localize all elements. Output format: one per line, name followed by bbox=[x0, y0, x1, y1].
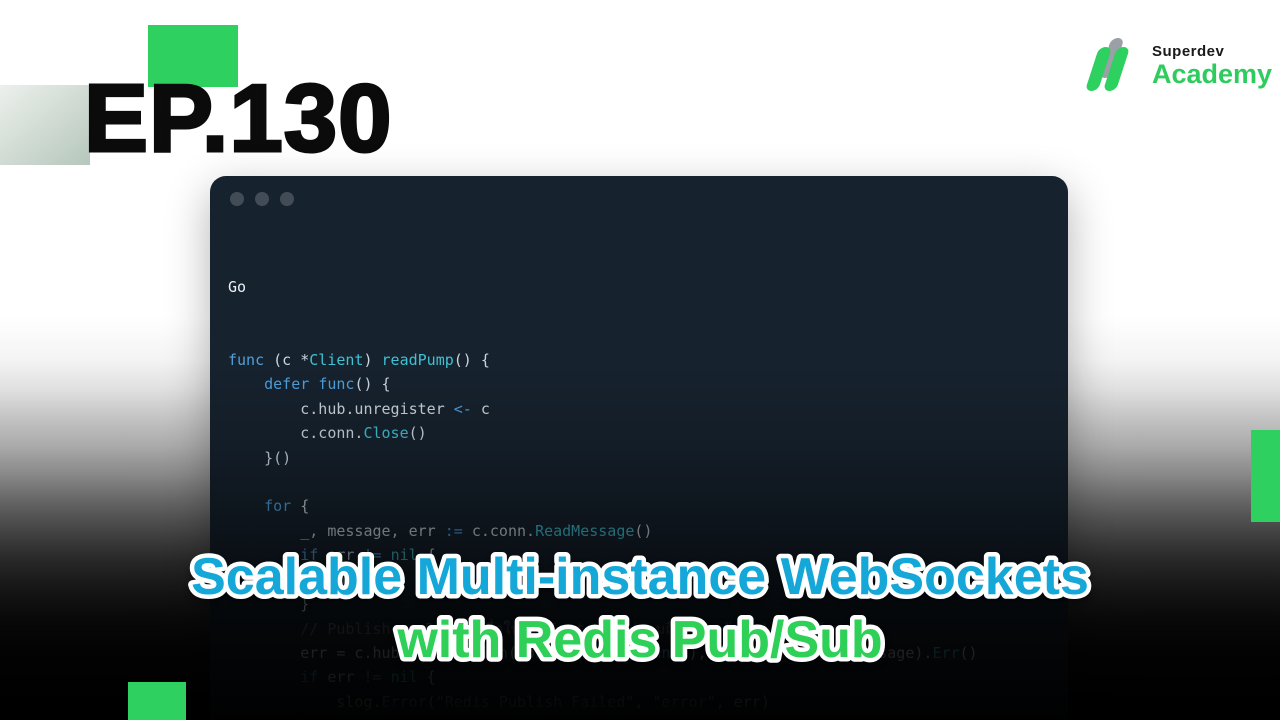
code-line: } bbox=[228, 595, 310, 614]
code-line bbox=[228, 470, 1058, 494]
code-line: for { bbox=[264, 497, 310, 516]
brand-name: Superdev Academy bbox=[1152, 44, 1272, 88]
code-line: _, message, err := c.conn.ReadMessage() bbox=[228, 521, 653, 540]
code-line: if err != nil { bbox=[300, 668, 436, 687]
code-line: } bbox=[228, 714, 1058, 720]
code-editor-window: Go func (c *Client) readPump() { defer f… bbox=[210, 176, 1068, 720]
episode-label: EP.130 bbox=[83, 64, 394, 174]
code-line: err = c.hub.rdb.Publish(context.Backgrou… bbox=[228, 643, 978, 662]
code-lines: func (c *Client) readPump() { defer func… bbox=[228, 348, 1058, 720]
brand-name-top: Superdev bbox=[1152, 43, 1225, 60]
language-label: Go bbox=[228, 277, 247, 296]
window-maximize-icon[interactable] bbox=[280, 192, 294, 206]
window-minimize-icon[interactable] bbox=[255, 192, 269, 206]
code-line: func (c *Client) readPump() { bbox=[228, 351, 490, 370]
brand-logo: Superdev Academy bbox=[1084, 38, 1272, 94]
brand-slashes-icon bbox=[1084, 38, 1146, 94]
window-controls bbox=[230, 192, 294, 206]
decor-square-right bbox=[1251, 430, 1280, 522]
code-line: break bbox=[336, 570, 382, 589]
code-line: c.hub.unregister <- c bbox=[228, 399, 490, 418]
code-line: slog.Error("Redis Publish Failed", "erro… bbox=[228, 692, 770, 711]
window-close-icon[interactable] bbox=[230, 192, 244, 206]
code-line: }() bbox=[228, 448, 292, 467]
decor-square-left bbox=[0, 85, 90, 165]
code-line: c.conn.Close() bbox=[228, 424, 427, 443]
code-line: // Publish ลง Redis เพื่อให้ทุก Instance… bbox=[300, 619, 853, 638]
code-line: if err != nil { bbox=[300, 546, 436, 565]
code-line: defer func() { bbox=[264, 375, 391, 394]
code-area: Go func (c *Client) readPump() { defer f… bbox=[228, 226, 1058, 720]
brand-name-bottom: Academy bbox=[1152, 59, 1273, 89]
decor-square-bottom bbox=[128, 682, 186, 720]
